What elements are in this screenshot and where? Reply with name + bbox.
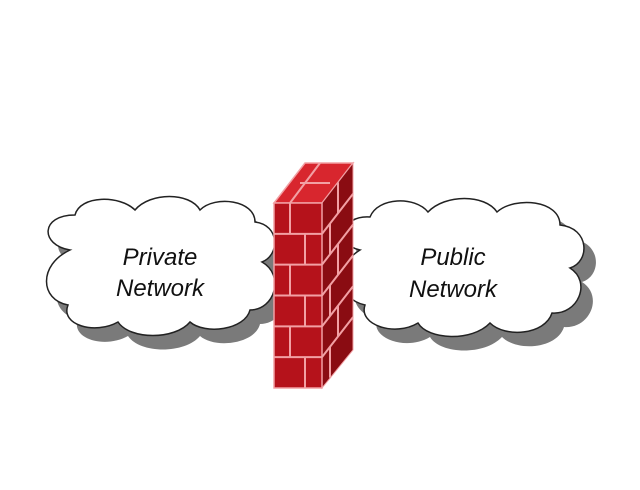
private-network-label-line2: Network [116,275,206,302]
private-network-cloud: Private Network [45,195,285,350]
wall-mortar-lines [274,162,354,388]
mortar-line [321,254,354,297]
public-network-label-line1: Public [420,244,485,271]
mortar-line [321,316,354,358]
public-network-label-line2: Network [409,276,499,303]
private-network-label-line1: Private [123,244,198,271]
mortar-line [321,193,354,235]
firewall-brick-wall [272,161,355,390]
public-network-cloud: Public Network [341,197,596,351]
